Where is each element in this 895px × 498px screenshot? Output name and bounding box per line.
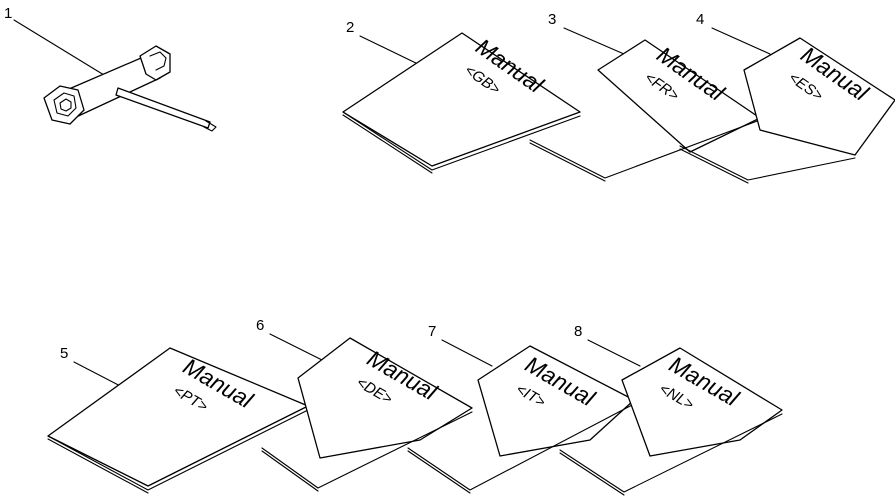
leader-line-6 bbox=[269, 333, 323, 361]
callout-label-7: 7 bbox=[428, 323, 436, 340]
socket-wrench-icon bbox=[43, 45, 217, 132]
callout-label-5: 5 bbox=[60, 345, 68, 362]
manual-booklet bbox=[297, 337, 473, 459]
callout-label-4: 4 bbox=[696, 11, 704, 28]
manual-pt: 5 Manual <PT> bbox=[47, 345, 309, 494]
leader-line-2 bbox=[359, 35, 423, 67]
leader-line-1 bbox=[13, 19, 105, 76]
leader-line-3 bbox=[563, 27, 625, 55]
manual-booklet bbox=[342, 32, 581, 167]
manual-booklet bbox=[621, 347, 783, 457]
leader-line-8 bbox=[587, 339, 641, 367]
callout-label-2: 2 bbox=[346, 19, 354, 36]
callout-label-6: 6 bbox=[256, 317, 264, 334]
manual-booklet bbox=[477, 345, 635, 457]
manual-booklet bbox=[743, 37, 895, 156]
callout-label-8: 8 bbox=[574, 323, 582, 340]
leader-line-7 bbox=[441, 339, 493, 367]
callout-label-3: 3 bbox=[548, 11, 556, 28]
manual-fr: 3 Manual <FR> bbox=[529, 11, 761, 182]
callout-label-1: 1 bbox=[4, 5, 12, 22]
wrench-part: 1 bbox=[4, 5, 217, 132]
leader-line-4 bbox=[711, 27, 771, 55]
